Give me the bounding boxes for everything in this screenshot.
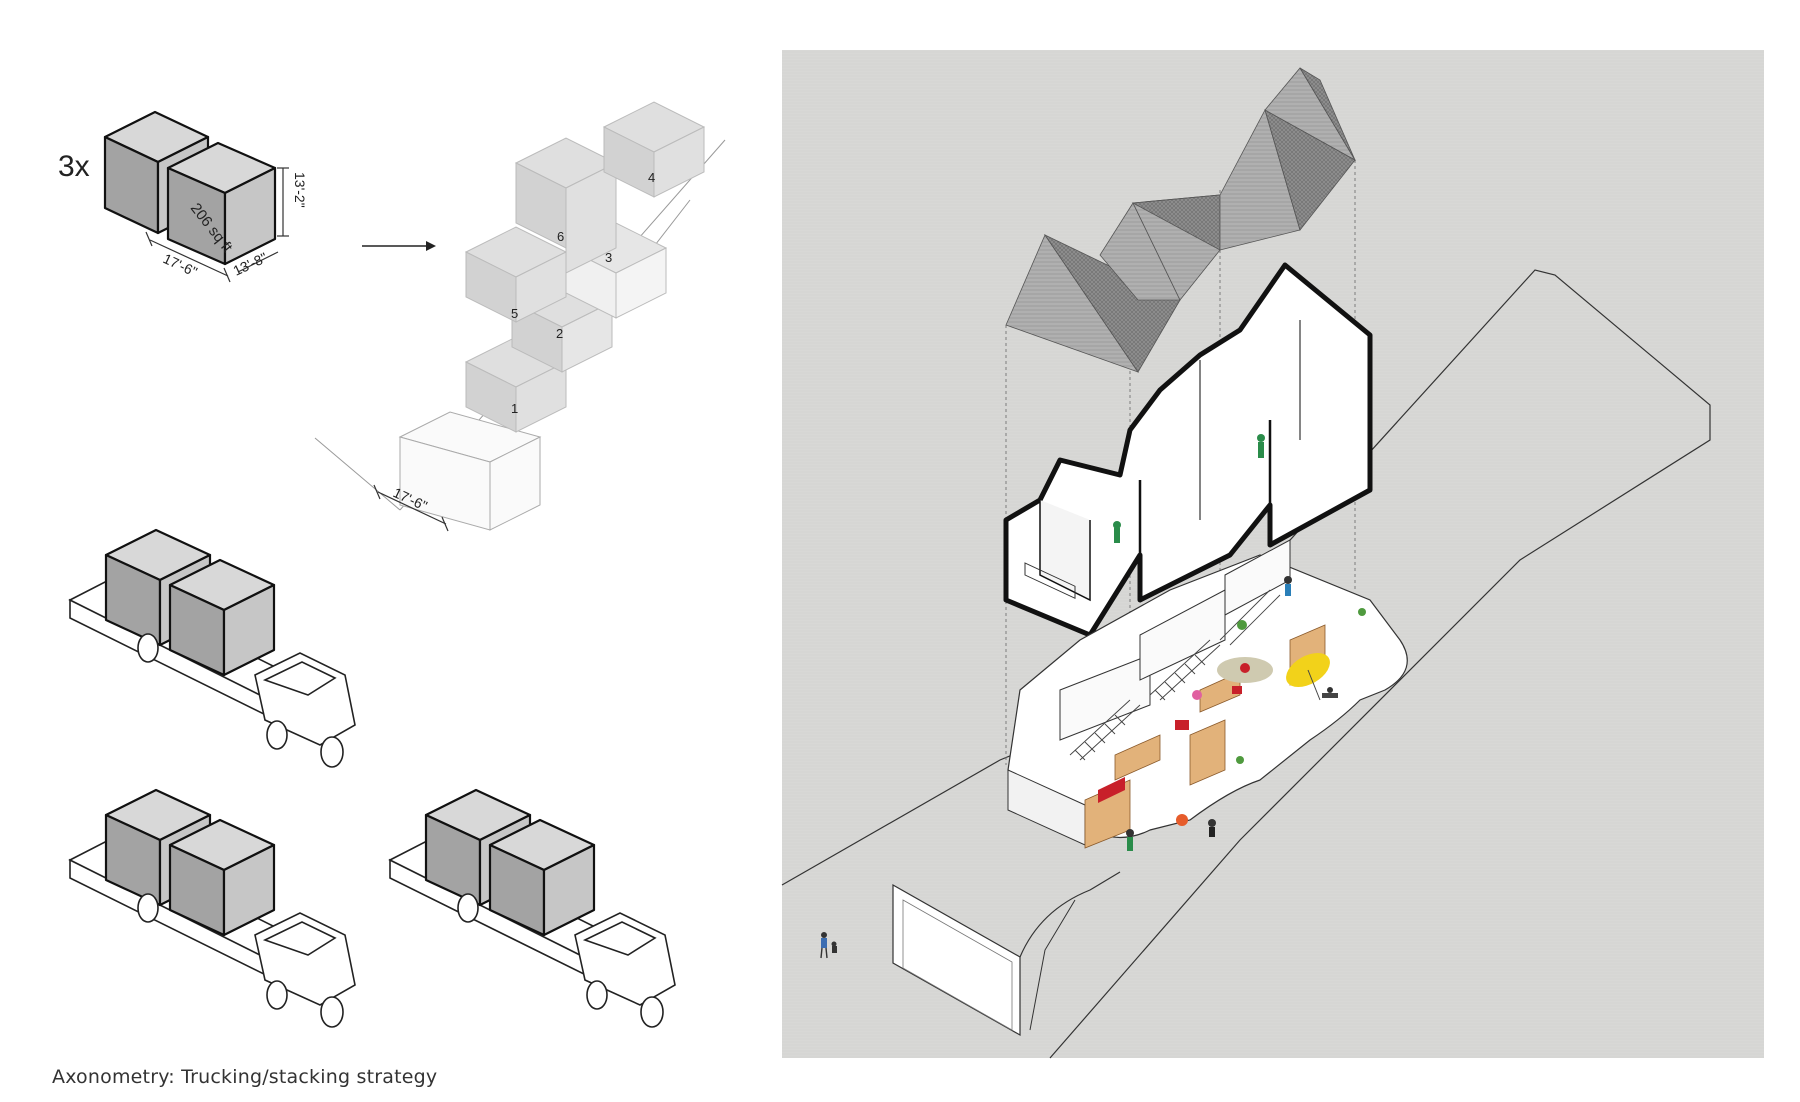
module-definition: 3x 206 sq ft 17'-6" 13'-8" 13'-2" [58,110,308,283]
scale-figures [820,932,837,959]
stack-label-5: 5 [511,306,518,321]
stacked-modules [464,101,706,433]
ground-floor [1007,539,1408,851]
stack-label-4: 4 [648,170,655,185]
truck-3 [388,788,676,1028]
truck-2 [68,788,356,1028]
truck-1 [68,528,356,768]
module-length-label: 17'-6" [161,250,200,280]
truck-1-cab [137,633,356,768]
module-height-label: 13'-2" [292,172,308,208]
garage [892,871,1121,1037]
stack-label-3: 3 [605,250,612,265]
stack-label-6: 6 [557,229,564,244]
axonometric-panel [781,50,1764,1059]
stacking-diagram: 1 2 3 4 5 6 17'-6" [314,101,726,532]
arrow-head [426,241,436,251]
module-count-label: 3x [58,150,90,183]
module-dimensions [145,167,289,283]
module-cube-2 [166,141,277,266]
figure-caption: Axonometry: Trucking/stacking strategy [52,1066,438,1088]
roof [1005,67,1357,373]
truck-1-box-b [168,558,276,677]
stack-label-1: 1 [511,401,518,416]
upper-floor [1003,262,1373,638]
stack-label-2: 2 [556,326,563,341]
